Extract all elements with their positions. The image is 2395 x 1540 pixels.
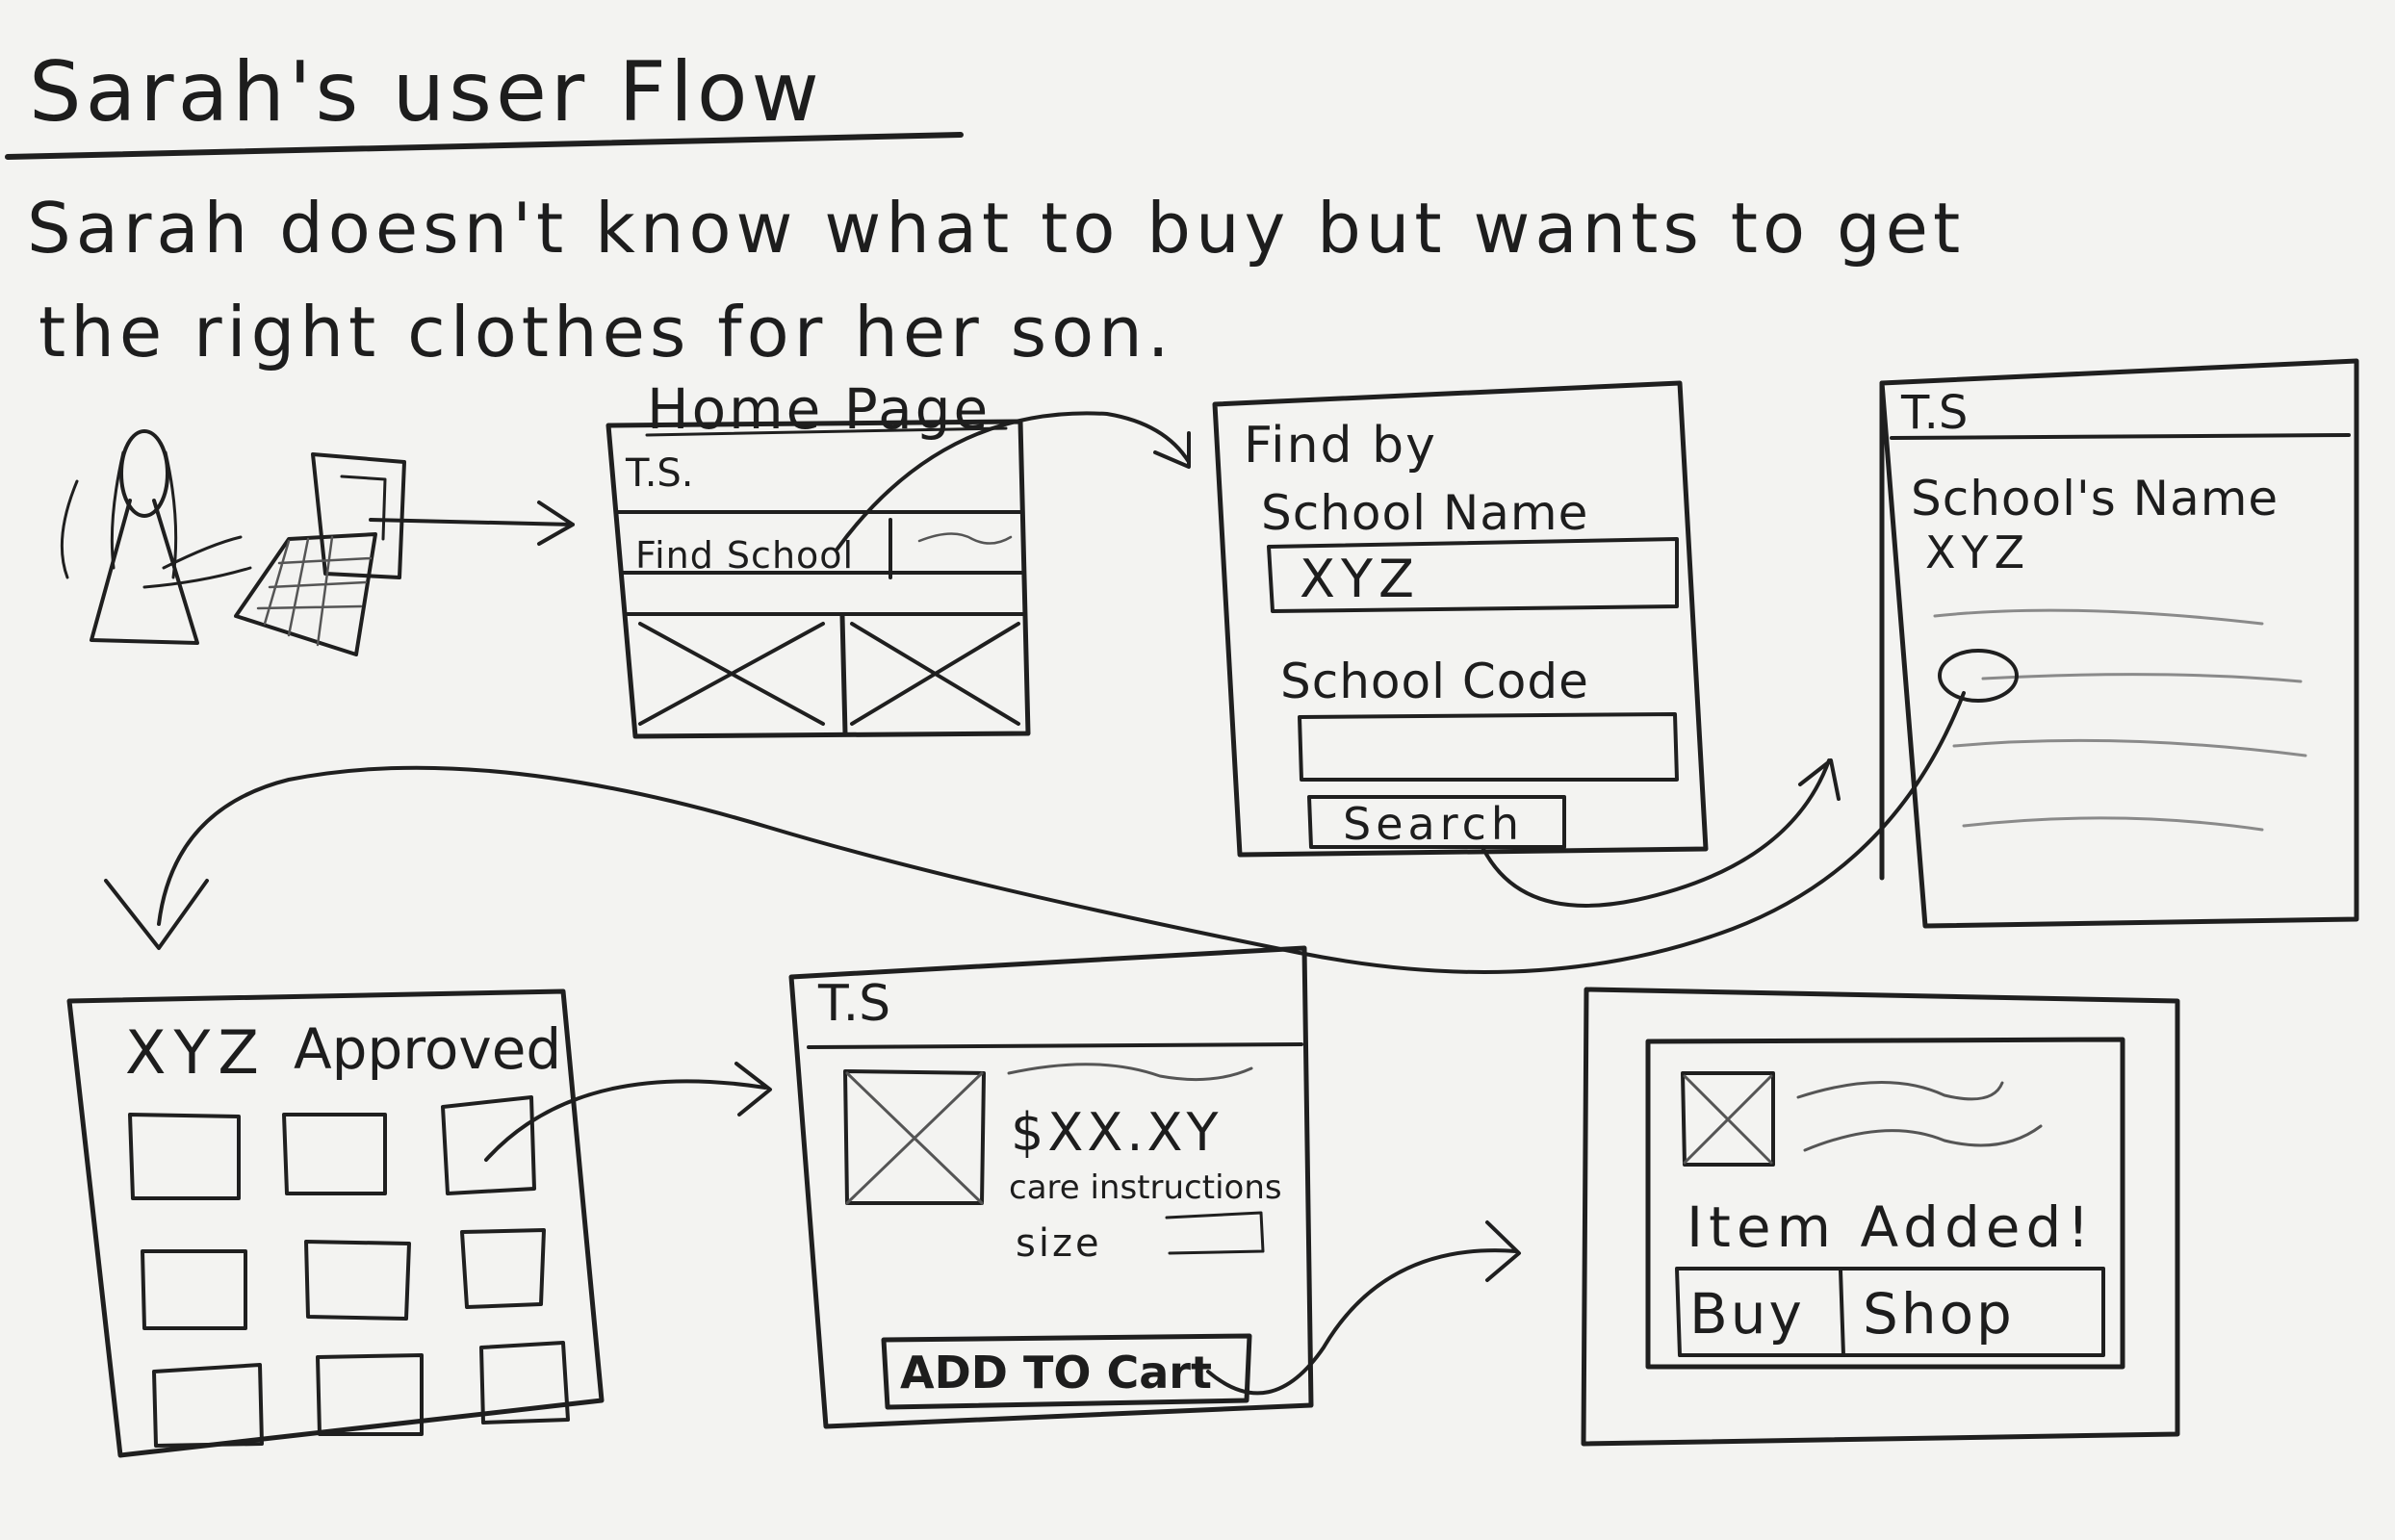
find-heading: Find by xyxy=(1244,417,1437,475)
approved-screen-wireframe xyxy=(66,988,605,1458)
homepage-search-text: Find School xyxy=(635,534,854,577)
arrow-homepage-to-find xyxy=(836,411,1191,551)
results-logo: T.S xyxy=(1900,386,1968,440)
find-screen-wireframe xyxy=(1212,380,1709,858)
laptop-icon xyxy=(234,452,406,656)
add-to-cart-button[interactable]: ADD TO Cart xyxy=(900,1347,1212,1399)
added-screen-wireframe xyxy=(1581,987,2180,1447)
homepage-label-underline xyxy=(645,426,1008,437)
product-care-instructions: care instructions xyxy=(1009,1168,1282,1207)
find-school-name-field[interactable]: XYZ xyxy=(1300,549,1420,609)
search-button[interactable]: Search xyxy=(1343,798,1524,850)
selected-result-icon[interactable] xyxy=(1938,649,2019,703)
description-line-2: the right clothes for her son. xyxy=(39,292,1174,372)
approved-school-value: XYZ xyxy=(125,1017,267,1088)
product-logo: T.S xyxy=(817,975,890,1033)
description-line-1: Sarah doesn't know what to buy but wants… xyxy=(27,188,1965,269)
title-underline xyxy=(5,132,964,160)
results-school-name-label: School's Name xyxy=(1911,471,2279,526)
product-size-label: size xyxy=(1016,1221,1102,1266)
arrow-results-to-approved xyxy=(104,691,1966,974)
arrow-approved-to-product xyxy=(484,1062,772,1162)
sarah-figure-icon xyxy=(60,429,252,645)
product-screen-wireframe xyxy=(788,945,1314,1429)
item-added-message: Item Added! xyxy=(1687,1194,2096,1260)
homepage-wireframe xyxy=(605,419,1031,739)
buy-button[interactable]: Buy xyxy=(1689,1281,1805,1347)
arrow-to-homepage xyxy=(369,500,575,546)
homepage-logo: T.S. xyxy=(625,451,694,496)
find-school-code-label: School Code xyxy=(1280,654,1589,709)
arrow-search-to-results xyxy=(1481,758,1841,908)
results-school-name-value: XYZ xyxy=(1925,526,2030,578)
product-price: $XX.XY xyxy=(1011,1102,1223,1163)
results-screen-wireframe xyxy=(1879,358,2359,929)
approved-heading-label: Approved xyxy=(294,1016,561,1082)
shop-button[interactable]: Shop xyxy=(1863,1281,2015,1347)
flow-title: Sarah's user Flow xyxy=(29,44,823,141)
find-school-name-label: School Name xyxy=(1261,485,1588,541)
arrow-product-to-added xyxy=(1206,1220,1521,1396)
